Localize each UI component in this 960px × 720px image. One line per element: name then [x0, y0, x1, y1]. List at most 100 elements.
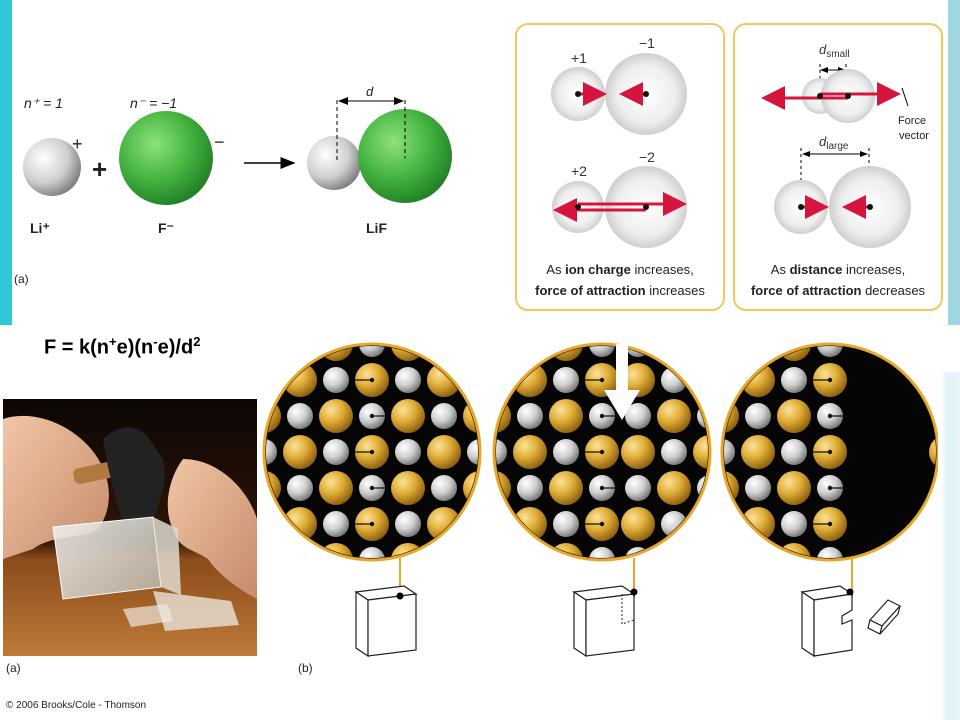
left-hand: [3, 415, 109, 559]
plus-operator: +: [92, 154, 107, 184]
d-large-label: dlarge: [819, 134, 849, 152]
silver-ion: [517, 547, 543, 558]
f-ion-sphere: [119, 111, 213, 205]
silver-ion: [467, 367, 478, 393]
silver-ion: [625, 403, 651, 429]
silver-ion: [625, 475, 651, 501]
coulomb-formula: F = k(n+e)(n-e)/d2: [44, 334, 201, 359]
charge-caption-line2: force of attraction increases: [535, 283, 705, 298]
silver-ion: [496, 511, 507, 537]
charge-label-minus1: −1: [639, 35, 655, 51]
gold-ion: [513, 435, 547, 469]
silver-ion: [724, 511, 735, 537]
silver-ion: [553, 511, 579, 537]
silver-ion: [817, 346, 843, 357]
copyright-notice: © 2006 Brooks/Cole - Thomson: [6, 700, 147, 711]
silver-ion: [933, 547, 936, 558]
silver-ion: [697, 346, 708, 357]
gold-ion: [513, 507, 547, 541]
gold-ion: [693, 435, 708, 469]
silver-ion: [553, 439, 579, 465]
lif-li-sphere: [307, 136, 361, 190]
f-charge-label: n⁻ = −1: [130, 95, 177, 111]
gold-ion: [283, 363, 317, 397]
silver-ion: [503, 547, 529, 573]
gold-ion: [741, 363, 775, 397]
gold-ion: [657, 543, 691, 558]
ion-center-dot: [599, 413, 605, 419]
gold-ion: [319, 399, 353, 433]
silver-ion: [266, 511, 277, 537]
silver-ion: [745, 547, 771, 558]
silver-ion: [323, 439, 349, 465]
photo-caption: (a): [6, 661, 21, 675]
gold-ion: [427, 363, 461, 397]
ion-center-dot: [599, 485, 605, 491]
silver-ion: [445, 340, 471, 357]
silver-ion: [467, 439, 478, 465]
silver-ion: [395, 367, 421, 393]
gold-ion: [496, 543, 511, 558]
gold-ion: [513, 363, 547, 397]
gold-ion: [621, 507, 655, 541]
gold-ion: [724, 543, 739, 558]
silver-ion: [287, 547, 313, 558]
gold-ion: [777, 471, 811, 505]
silver-ion: [745, 346, 771, 357]
f-minus-sign: −: [214, 132, 225, 152]
silver-ion: [781, 511, 807, 537]
silver-ion: [517, 475, 543, 501]
silver-ion: [266, 367, 277, 393]
gold-ion: [741, 435, 775, 469]
hammer-crystal-photo: [3, 399, 257, 656]
gold-ion: [283, 435, 317, 469]
gold-ion: [549, 399, 583, 433]
gold-ion: [777, 399, 811, 433]
silver-ion: [589, 547, 615, 558]
li-ion-sphere: [23, 138, 81, 196]
silver-ion: [323, 367, 349, 393]
silver-ion: [287, 346, 313, 357]
gold-ion: [693, 363, 708, 397]
gold-ion: [463, 543, 478, 558]
force-label-line1: Force: [898, 115, 926, 127]
silver-ion: [431, 547, 457, 558]
right-gradient-bar: [940, 372, 960, 720]
silver-ion: [724, 439, 735, 465]
right-hand: [167, 459, 257, 599]
gold-ion: [391, 399, 425, 433]
gold-ion: [741, 507, 775, 541]
silver-ion: [697, 547, 708, 558]
silver-ion: [817, 547, 843, 558]
gold-ion: [266, 346, 281, 361]
silver-ion: [323, 511, 349, 537]
gold-ion: [657, 471, 691, 505]
silver-ion: [503, 340, 529, 357]
gold-ion: [391, 471, 425, 505]
charge-label-minus2: −2: [639, 149, 655, 165]
left-accent-bar: [0, 0, 12, 325]
silver-ion: [359, 346, 385, 357]
charge-label-plus2: +2: [571, 163, 587, 179]
silver-ion: [266, 439, 277, 465]
silver-ion: [589, 346, 615, 357]
distance-caption-line2: force of attraction decreases: [751, 283, 926, 298]
crystal-block-sketches: [354, 585, 901, 658]
silver-ion: [287, 403, 313, 429]
gold-ion: [621, 435, 655, 469]
lif-formation-panel: n⁺ = 1 n⁻ = −1 + + − d Li⁺ F⁻ LiF (a): [12, 0, 508, 318]
silver-ion: [395, 439, 421, 465]
f-label: F⁻: [158, 220, 174, 236]
distance-label: d: [366, 84, 374, 99]
silver-ion: [517, 346, 543, 357]
silver-ion: [467, 511, 478, 537]
silver-ion: [359, 547, 385, 558]
gold-ion: [729, 340, 763, 361]
silver-ion: [395, 511, 421, 537]
charge-caption-line1: As ion charge increases,: [546, 262, 693, 277]
silver-ion: [661, 439, 687, 465]
silver-ion: [724, 367, 735, 393]
force-label-line2: vector: [899, 130, 929, 142]
gold-ion: [496, 346, 511, 361]
salt-crystal-block: [52, 516, 162, 600]
